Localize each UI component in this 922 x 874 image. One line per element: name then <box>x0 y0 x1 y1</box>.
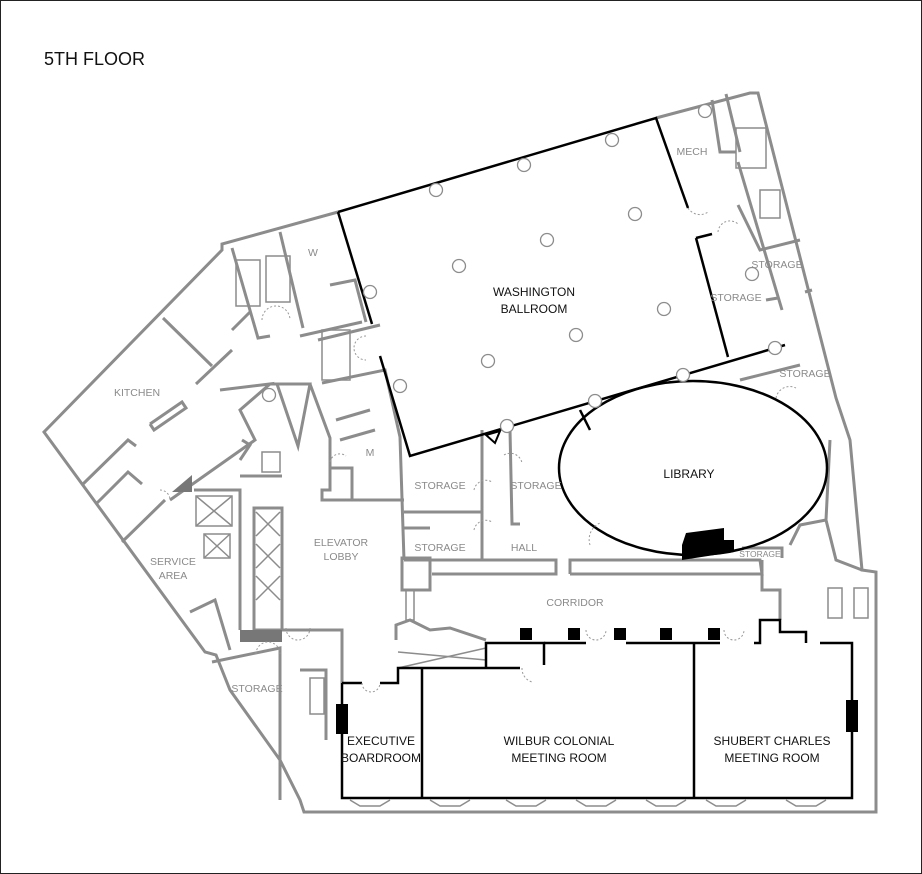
corridor-label: CORRIDOR <box>546 597 604 609</box>
library-label: LIBRARY <box>663 467 714 481</box>
shubert-charles-label-1: SHUBERT CHARLES <box>714 734 831 748</box>
wilbur-colonial-label-1: WILBUR COLONIAL <box>504 734 615 748</box>
storage-label: STORAGE <box>510 480 561 492</box>
storage-label: STORAGE <box>231 683 282 695</box>
building-walls <box>42 91 878 814</box>
storage-label: STORAGE <box>779 368 830 380</box>
storage-label: STORAGE <box>414 480 465 492</box>
service-area-label-2: AREA <box>159 570 188 582</box>
doors <box>159 207 797 693</box>
storage-label: STORAGE <box>739 549 781 559</box>
floor-title: 5TH FLOOR <box>44 49 145 69</box>
mech-label: MECH <box>677 146 708 158</box>
columns <box>261 103 783 434</box>
wilbur-colonial-label-2: MEETING ROOM <box>511 751 606 765</box>
service-area-label-1: SERVICE <box>150 556 196 568</box>
event-room-walls <box>336 116 858 800</box>
executive-boardroom-label-2: BOARDROOM <box>341 751 421 765</box>
m-label: M <box>366 447 375 459</box>
shubert-charles-label-2: MEETING ROOM <box>724 751 819 765</box>
storage-label: STORAGE <box>710 292 761 304</box>
executive-boardroom-label-1: EXECUTIVE <box>347 734 415 748</box>
kitchen-label: KITCHEN <box>114 387 160 399</box>
elevator-lobby-label-1: ELEVATOR <box>314 537 369 549</box>
elevator-lobby-label-2: LOBBY <box>323 551 358 563</box>
hall-label: HALL <box>511 542 537 554</box>
washington-ballroom-label-2: BALLROOM <box>501 302 568 316</box>
storage-label: STORAGE <box>414 542 465 554</box>
storage-label: STORAGE <box>751 259 802 271</box>
washington-ballroom-label-1: WASHINGTON <box>493 285 575 299</box>
w-label: W <box>308 247 318 259</box>
